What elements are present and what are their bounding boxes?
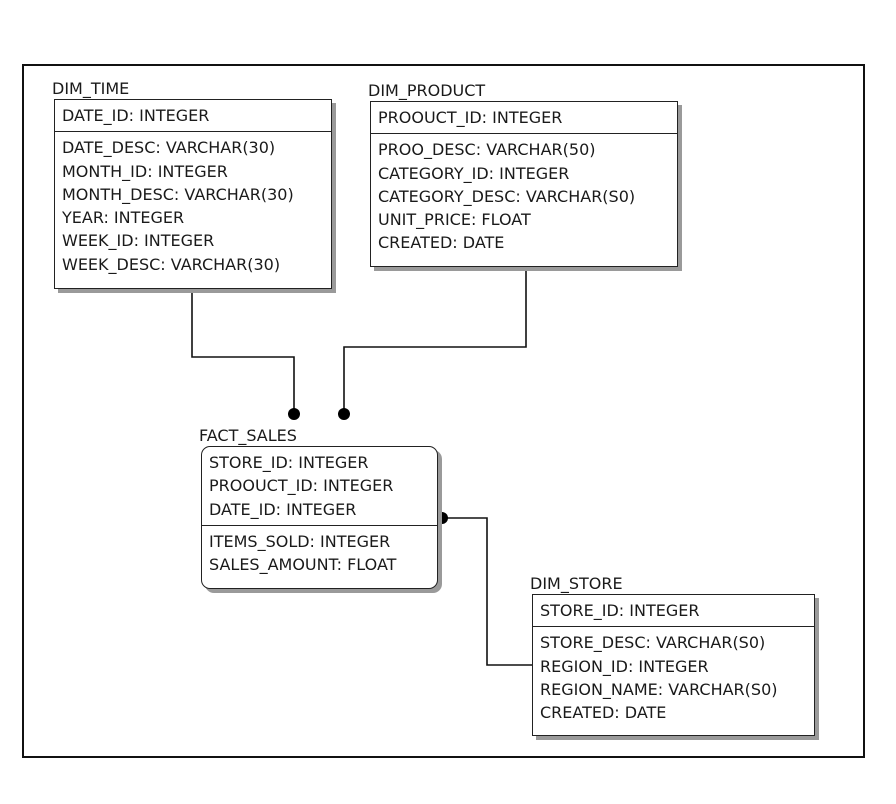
entity-title: DIM_PRODUCT [368,81,486,100]
entity-fact-sales: FACT_SALES STORE_ID: INTEGER PROOUCT_ID:… [199,427,438,589]
attribute-section: STORE_DESC: VARCHAR(S0) REGION_ID: INTEG… [533,627,814,728]
attribute-field: CREATED: DATE [540,703,667,723]
attribute-field: DATE_DESC: VARCHAR(30) [62,138,276,158]
attribute-field: ITEMS_SOLD: INTEGER [209,531,391,551]
relationship-endpoint-dot [338,408,350,420]
entity-box: STORE_ID: INTEGER PROOUCT_ID: INTEGER DA… [201,446,438,589]
entity-dim-time: DIM_TIME DATE_ID: INTEGER DATE_DESC: VAR… [52,80,332,289]
entity-title: DIM_TIME [52,79,130,98]
entity-title: DIM_STORE [530,574,623,593]
key-field: DATE_ID: INTEGER [62,106,210,125]
attribute-field: STORE_DESC: VARCHAR(S0) [540,633,766,653]
key-field: PROOUCT_ID: INTEGER [378,108,563,127]
key-section: DATE_ID: INTEGER [55,100,331,133]
attribute-field: UNIT_PRICE: FLOAT [378,210,531,230]
attribute-field: SALES_AMOUNT: FLOAT [209,555,397,575]
attribute-field: PROO_DESC: VARCHAR(50) [378,140,596,160]
key-field: DATE_ID: INTEGER [209,499,357,519]
attribute-field: MONTH_ID: INTEGER [62,161,228,181]
key-field: STORE_ID: INTEGER [540,601,700,620]
connector-dim-product-fact-sales [343,267,527,412]
attribute-section: ITEMS_SOLD: INTEGER SALES_AMOUNT: FLOAT [202,526,437,581]
key-field: PROOUCT_ID: INTEGER [209,476,394,496]
entity-dim-product: DIM_PRODUCT PROOUCT_ID: INTEGER PROO_DES… [368,82,678,267]
key-section: PROOUCT_ID: INTEGER [371,102,677,135]
key-field: STORE_ID: INTEGER [209,453,369,472]
entity-box: PROOUCT_ID: INTEGER PROO_DESC: VARCHAR(5… [370,101,678,267]
attribute-field: YEAR: INTEGER [62,208,185,228]
attribute-field: WEEK_ID: INTEGER [62,231,215,251]
attribute-field: MONTH_DESC: VARCHAR(30) [62,184,294,204]
entity-box: STORE_ID: INTEGER STORE_DESC: VARCHAR(S0… [532,594,815,736]
entity-box: DATE_ID: INTEGER DATE_DESC: VARCHAR(30) … [54,99,332,289]
connector-dim-store-fact-sales [443,517,532,666]
attribute-field: REGION_NAME: VARCHAR(S0) [540,679,778,699]
attribute-field: WEEK_DESC: VARCHAR(30) [62,254,281,274]
attribute-field: CATEGORY_ID: INTEGER [378,163,570,183]
key-section: STORE_ID: INTEGER [533,595,814,628]
attribute-field: CATEGORY_DESC: VARCHAR(S0) [378,186,636,206]
connector-dim-time-fact-sales [191,289,295,412]
entity-dim-store: DIM_STORE STORE_ID: INTEGER STORE_DESC: … [530,575,815,736]
key-section: STORE_ID: INTEGER PROOUCT_ID: INTEGER DA… [202,447,437,526]
diagram-frame [22,64,865,758]
relationship-endpoint-dot [436,512,448,524]
attribute-field: REGION_ID: INTEGER [540,656,709,676]
relationship-endpoint-dot [288,408,300,420]
attribute-section: DATE_DESC: VARCHAR(30) MONTH_ID: INTEGER… [55,132,331,280]
attribute-field: CREATED: DATE [378,233,505,253]
entity-title: FACT_SALES [199,426,297,445]
attribute-section: PROO_DESC: VARCHAR(50) CATEGORY_ID: INTE… [371,134,677,258]
